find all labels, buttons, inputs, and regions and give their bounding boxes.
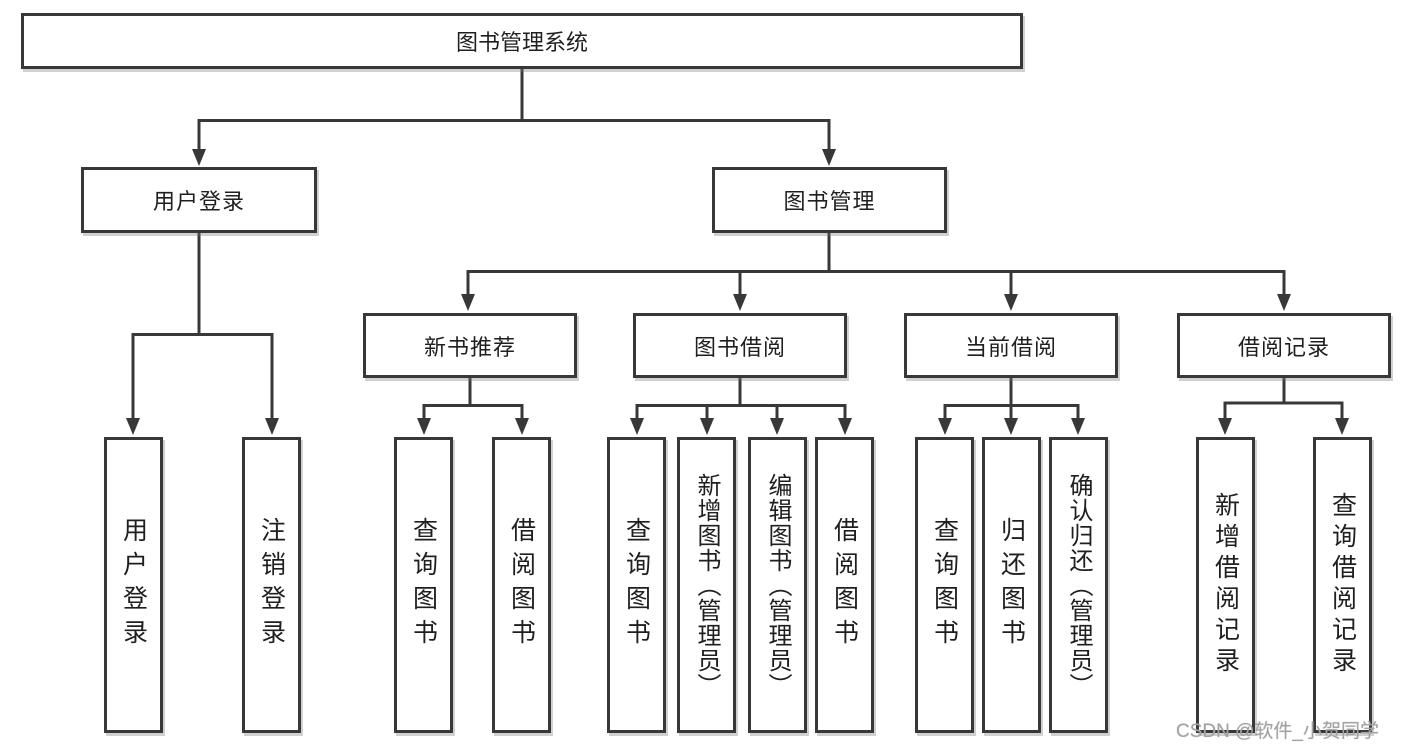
node-label: 新书推荐 [423,334,516,360]
connector-new-book-rec-to-children [422,378,524,421]
node-user-login: 用户登录 [81,167,317,233]
leaf-query-books-recommend: 查询图书 [394,437,453,733]
node-label: 借阅记录 [1237,334,1330,360]
node-current-borrow: 当前借阅 [904,313,1118,378]
leaf-query-books-current: 查询图书 [915,437,974,733]
node-book-borrow: 图书借阅 [633,313,847,378]
connector-book-mgmt-to-level3 [466,233,1286,297]
node-book-management: 图书管理 [712,167,947,233]
leaf-logout: 注销登录 [242,437,301,733]
leaf-user-login: 用户登录 [104,437,163,733]
leaf-label: 查询借阅记录 [1328,492,1357,678]
leaf-add-books-admin: 新增图书（管理员） [677,437,736,733]
connector-book-borrow-to-children [635,378,847,421]
leaf-query-books-borrow: 查询图书 [607,437,666,733]
arrowheads [126,149,1349,435]
leaf-label: 借阅图书 [507,517,536,653]
leaf-label: 归还图书 [997,517,1026,653]
node-new-book-recommend: 新书推荐 [363,313,577,378]
leaf-label: 查询图书 [930,517,959,653]
leaf-label: 用户登录 [119,517,148,653]
leaf-edit-books-admin: 编辑图书（管理员） [748,437,807,733]
leaf-label: 注销登录 [257,517,286,653]
leaf-query-borrow-record: 查询借阅记录 [1313,437,1372,733]
leaf-label: 确认归还（管理员） [1065,472,1092,698]
leaf-label: 借阅图书 [830,517,859,653]
leaf-add-borrow-record: 新增借阅记录 [1196,437,1255,733]
node-label: 图书管理系统 [455,30,588,55]
leaf-borrow-books: 借阅图书 [815,437,874,733]
leaf-label: 编辑图书（管理员） [764,472,791,698]
node-label: 当前借阅 [964,334,1057,360]
leaf-label: 查询图书 [622,517,651,653]
leaf-label: 新增借阅记录 [1211,492,1240,678]
leaf-label: 查询图书 [409,517,438,653]
csdn-watermark: CSDN @软件_小贺同学 [1176,721,1379,742]
leaf-return-books: 归还图书 [982,437,1041,733]
connector-borrow-records-to-children [1223,378,1344,421]
node-label: 图书管理 [783,189,876,214]
node-root-system: 图书管理系统 [21,13,1023,69]
node-label: 用户登录 [152,189,245,214]
connector-current-borrow-to-children [943,378,1080,421]
node-label: 图书借阅 [693,334,786,360]
connector-user-login-to-children [131,233,274,420]
node-borrow-records: 借阅记录 [1177,313,1391,378]
leaf-borrow-books-recommend: 借阅图书 [492,437,551,733]
leaf-confirm-return-admin: 确认归还（管理员） [1049,437,1108,733]
leaf-label: 新增图书（管理员） [693,472,720,698]
connector-root-to-level2 [197,69,831,150]
